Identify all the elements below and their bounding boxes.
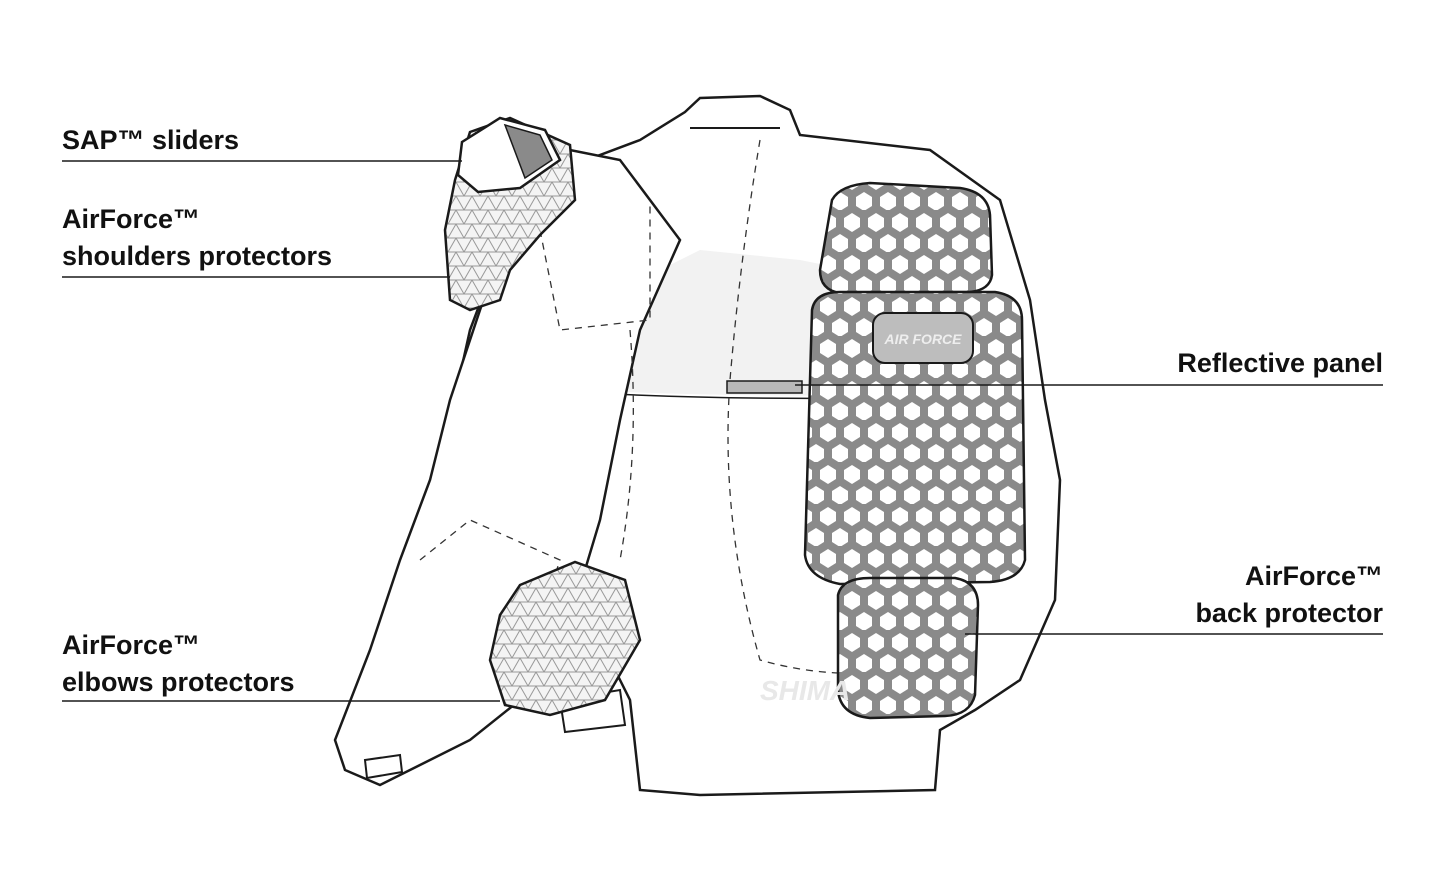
- airforce-badge-logo: AIR FORCE: [884, 331, 963, 347]
- airforce-badge: [872, 312, 974, 364]
- label-text: Reflective panel: [1177, 348, 1383, 378]
- back-protector: [803, 181, 1027, 720]
- label-line: back protector: [1195, 598, 1383, 628]
- leader-lines: [62, 160, 1383, 702]
- label-line: shoulders protectors: [62, 241, 333, 271]
- label-line: AirForce™: [1244, 561, 1383, 591]
- label-sap-sliders: SAP™ sliders: [62, 122, 239, 159]
- label-elbows-protectors: AirForce™ elbows protectors: [62, 627, 295, 701]
- label-text: SAP™ sliders: [62, 125, 240, 155]
- cuff-tab: [363, 753, 404, 780]
- label-back-protector: AirForce™ back protector: [1195, 558, 1383, 632]
- label-line: elbows protectors: [62, 667, 295, 697]
- watermark-logo: SHIMA: [760, 675, 850, 706]
- elbow-protector: [488, 560, 642, 717]
- label-line: AirForce™: [62, 204, 201, 234]
- reflective-panel: [726, 380, 803, 394]
- label-reflective-panel: Reflective panel: [1177, 345, 1383, 382]
- sleeve: [333, 148, 682, 787]
- label-line: AirForce™: [62, 630, 201, 660]
- label-shoulders-protectors: AirForce™ shoulders protectors: [62, 201, 332, 275]
